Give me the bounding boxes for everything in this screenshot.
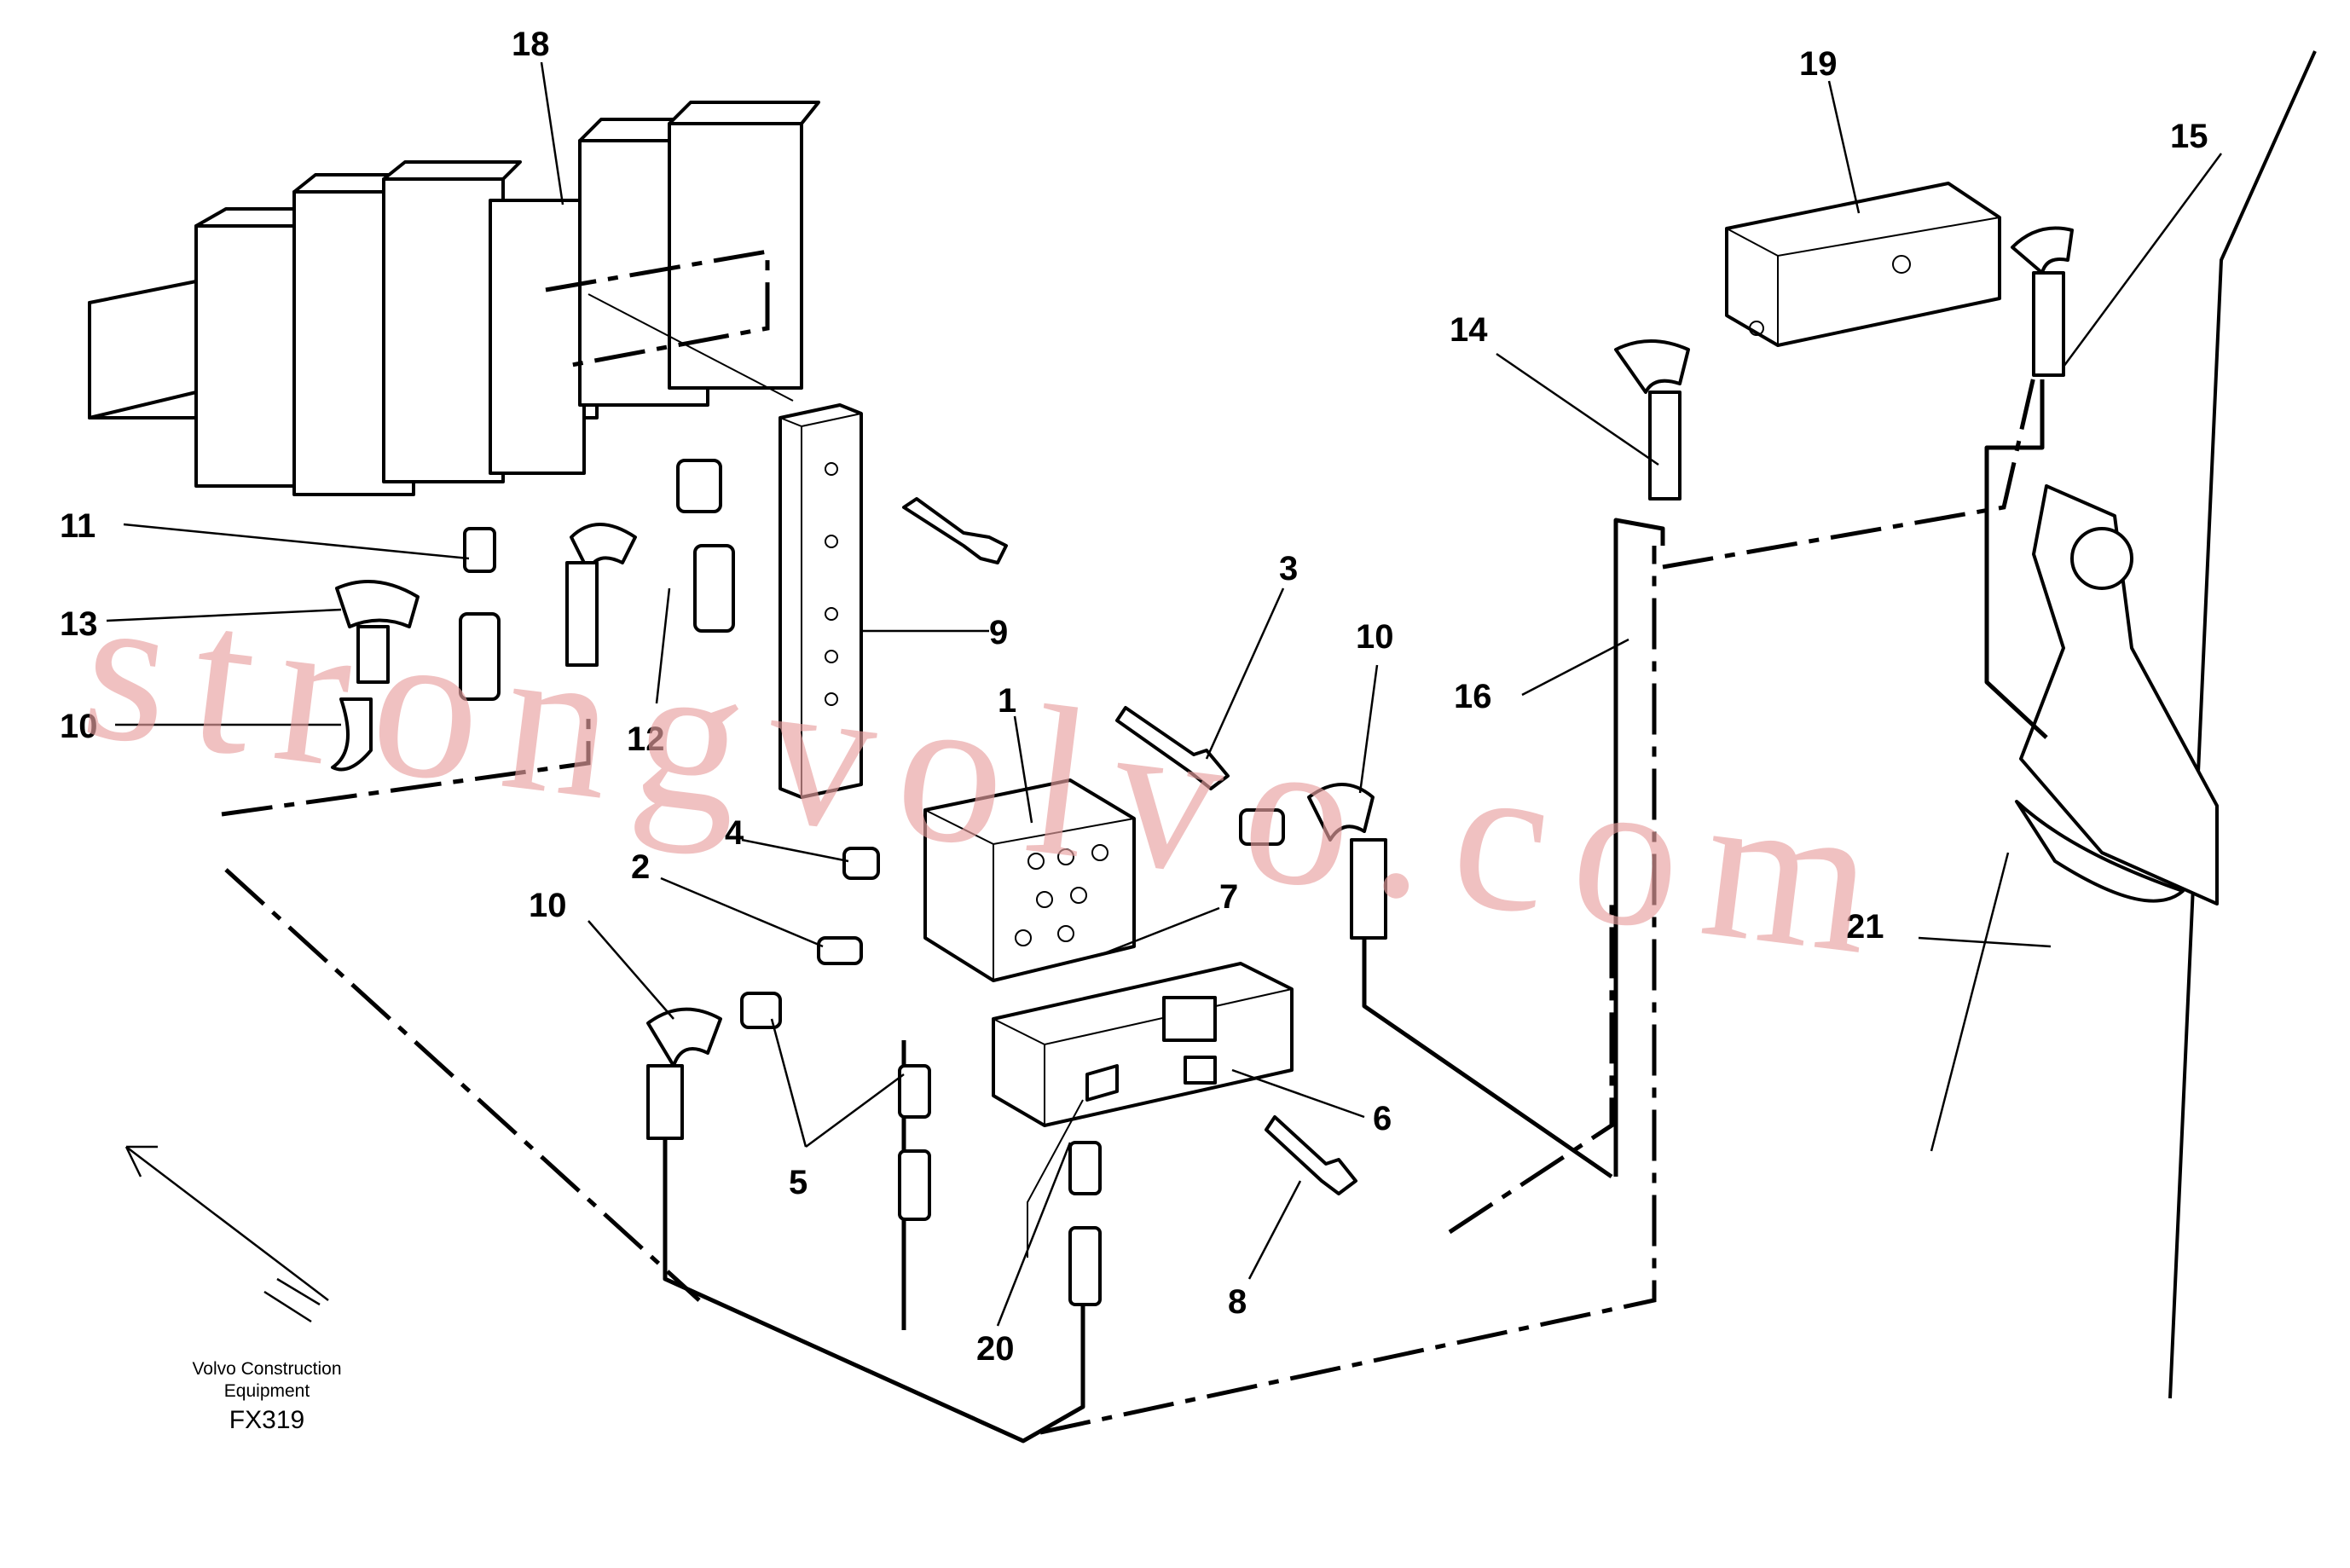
solenoid-valve <box>992 962 1294 1258</box>
callout-11: 10 <box>60 708 98 745</box>
credit-line-1: Volvo Construction <box>192 1359 341 1379</box>
callout-7: 7 <box>1219 878 1238 916</box>
callout-8: 8 <box>1228 1283 1247 1321</box>
callout-9: 9 <box>989 614 1008 651</box>
accumulator-block <box>1725 182 2001 347</box>
figure-code: FX319 <box>229 1406 304 1434</box>
callout-1: 1 <box>998 682 1016 720</box>
callout-10-right: 10 <box>1356 618 1394 656</box>
fittings <box>331 226 2074 1306</box>
callout-3: 3 <box>1279 550 1298 587</box>
callout-19: 19 <box>1799 45 1838 83</box>
callout-15: 14 <box>1450 311 1488 349</box>
credit-line-2: Equipment <box>224 1381 310 1401</box>
direction-arrow-icon <box>124 1145 329 1323</box>
callout-2: 2 <box>631 848 650 886</box>
callout-20: 20 <box>976 1330 1015 1368</box>
valve-bank <box>88 101 820 496</box>
callout-14: 13 <box>60 605 98 643</box>
callout-12: 11 <box>60 507 96 545</box>
callout-21: 21 <box>1846 908 1884 946</box>
screw-top <box>902 497 1008 564</box>
leader-lines <box>106 61 2223 1327</box>
callout-6: 6 <box>1373 1100 1392 1137</box>
callouts: 18 19 15 14 11 13 10 12 9 1 3 10 16 4 2 … <box>60 26 2208 1368</box>
bolt-3 <box>1115 706 1230 790</box>
callout-16: 15 <box>2170 118 2208 155</box>
valve-block <box>923 778 1136 982</box>
figure-credit: Volvo Construction Equipment FX319 <box>192 1359 341 1434</box>
callout-17: 16 <box>1454 678 1492 715</box>
callout-5: 5 <box>789 1164 807 1201</box>
bolt-8 <box>1265 1115 1357 1195</box>
hose-routing <box>221 357 2048 1444</box>
boom-structure <box>2015 50 2317 1399</box>
mounting-bar <box>779 403 863 799</box>
callout-4: 4 <box>725 814 744 852</box>
callout-13: 12 <box>627 720 665 758</box>
callout-18: 18 <box>512 26 550 63</box>
callout-10-left: 10 <box>529 887 567 924</box>
